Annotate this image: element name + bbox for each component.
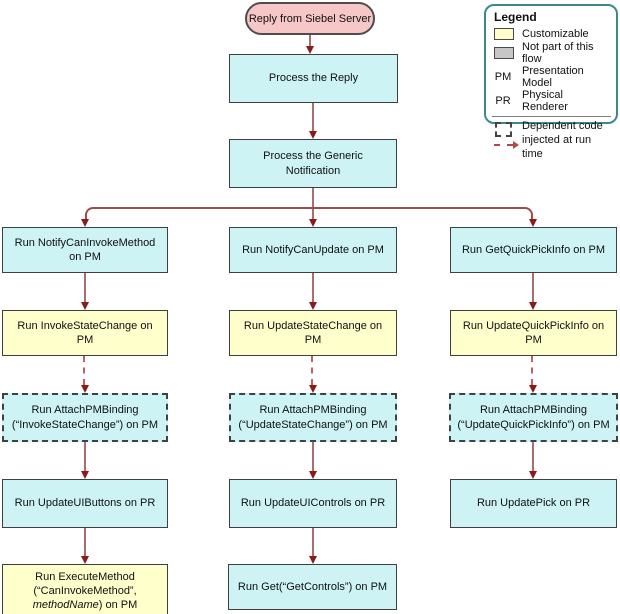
state-change-label-col1: Run InvokeStateChange on PM [17,319,153,346]
arrowhead-attach-update-col1 [81,471,89,479]
legend-panel: Legend Customizable Not part of this flo… [484,4,618,160]
start-node: Reply from Siebel Server [245,2,375,35]
update-label-col1: Run UpdateUIButtons on PR [14,497,156,510]
execute-method-italic: methodName [32,599,99,612]
attach-binding-line2-col2: (“UpdateStateChange”) on PM [238,418,388,431]
update-label-col2: Run UpdateUIControls on PR [240,497,386,510]
attach-binding-node-col3: Run AttachPMBinding (“UpdateQuickPickInf… [449,393,618,442]
dependent-label-line2: injected at run time [522,133,592,160]
legend-row-pm: PM Presentation Model [492,65,611,89]
arrowhead-dashed-col2 [309,385,317,393]
connector-update-final-col1 [84,528,86,557]
legend-title: Legend [494,10,537,24]
pm-abbr: PM [494,71,512,83]
arrowhead-branch-left [81,219,89,227]
process-reply-node: Process the Reply [229,54,398,103]
not-part-label: Not part of this flow [522,41,594,65]
connector-notify-state-col3 [532,273,534,302]
process-notification-node: Process the Generic Notification [229,139,397,188]
dashed-connector-col3 [531,356,533,385]
process-notification-label: Process the Generic Notification [263,150,363,177]
arrowhead-dashed-col1 [81,385,89,393]
arrowhead-branch-center [309,219,317,227]
state-change-label-col3: Run UpdateQuickPickInfo on PM [462,319,605,346]
arrowhead-dashed-col3 [529,385,537,393]
legend-divider [492,116,611,117]
notify-node-col1: Run NotifyCanInvokeMethod on PM [2,227,168,273]
notify-node-col2: Run NotifyCanUpdate on PM [229,227,397,273]
execute-method-line2: (“CanInvokeMethod”, [33,584,137,597]
dependent-icon-column [492,120,519,149]
dependent-label: Dependent code injected at run time [522,120,611,161]
connector-attach-update-col1 [84,442,86,472]
pr-abbr: PR [495,95,511,107]
state-change-node-col3: Run UpdateQuickPickInfo on PM [450,310,617,356]
state-change-label-col2: Run UpdateStateChange on PM [243,319,383,346]
update-node-col1: Run UpdateUIButtons on PR [2,479,168,528]
pr-label: Physical Renderer [522,89,568,113]
connector-update-final-col2 [312,528,314,557]
arrowhead-notify-state-col3 [529,302,537,310]
start-node-label: Reply from Siebel Server [248,12,372,25]
state-change-node-col2: Run UpdateStateChange on PM [229,310,397,356]
arrowhead-attach-update-col3 [529,471,537,479]
arrowhead-branch-right [529,219,537,227]
attach-binding-line1-col3: Run AttachPMBinding [479,404,587,417]
not-part-swatch [494,47,514,59]
dashed-arrow-icon [493,141,519,149]
dashed-connector-col1 [83,356,85,385]
execute-method-node: Run ExecuteMethod (“CanInvokeMethod”, me… [2,564,168,614]
attach-binding-line2-col1: (“InvokeStateChange”) on PM [11,418,159,431]
notify-node-col3: Run GetQuickPickInfo on PM [450,227,617,273]
arrowhead-update-final-col1 [81,556,89,564]
customizable-swatch [494,27,514,40]
arrowhead-reply-notification [309,131,317,139]
dashed-connector-col2 [311,356,313,385]
legend-row-dependent: Dependent code injected at run time [492,120,611,161]
dependent-label-line1: Dependent code [522,120,603,132]
connector-attach-update-col3 [532,442,534,472]
get-controls-node: Run Get(“GetControls”) on PM [228,564,397,610]
notify-label-col1: Run NotifyCanInvokeMethod on PM [14,236,156,263]
update-node-col3: Run UpdatePick on PR [450,479,617,528]
process-reply-label: Process the Reply [268,72,359,85]
attach-binding-node-col2: Run AttachPMBinding (“UpdateStateChange”… [229,393,397,442]
connector-notify-state-col1 [84,273,86,302]
connector-attach-update-col2 [312,442,314,472]
connector-reply-notification [312,103,314,132]
legend-row-pr: PR Physical Renderer [492,89,611,113]
legend-row-not-part: Not part of this flow [492,41,611,65]
arrowhead-notify-state-col2 [309,302,317,310]
connector-notification-branch [312,188,314,220]
arrowhead-attach-update-col2 [309,471,317,479]
execute-method-rest: ) on PM [98,599,138,612]
legend-row-customizable: Customizable [492,26,611,41]
arrowhead-update-final-col2 [309,556,317,564]
execute-method-line3: methodName) on PM [33,598,138,612]
notify-label-col3: Run GetQuickPickInfo on PM [461,243,606,256]
customizable-label: Customizable [522,27,589,40]
attach-binding-line1-col2: Run AttachPMBinding [259,404,367,417]
state-change-node-col1: Run InvokeStateChange on PM [2,310,168,356]
attach-binding-node-col1: Run AttachPMBinding (“InvokeStateChange”… [2,393,168,442]
pm-label: Presentation Model [522,65,584,89]
connector-notify-state-col2 [312,273,314,302]
dependent-code-icon [494,122,512,137]
attach-binding-line1-col1: Run AttachPMBinding [31,404,139,417]
attach-binding-line2-col3: (“UpdateQuickPickInfo”) on PM [457,418,610,431]
arrowhead-notify-state-col1 [81,302,89,310]
get-controls-label: Run Get(“GetControls”) on PM [237,580,388,593]
branch-line [85,207,533,219]
arrowhead-start-reply [306,46,314,54]
notify-label-col2: Run NotifyCanUpdate on PM [242,243,384,256]
update-label-col3: Run UpdatePick on PR [476,497,591,510]
connector-start-reply [309,35,311,47]
update-node-col2: Run UpdateUIControls on PR [229,479,397,528]
execute-method-line1: Run ExecuteMethod [35,570,135,583]
